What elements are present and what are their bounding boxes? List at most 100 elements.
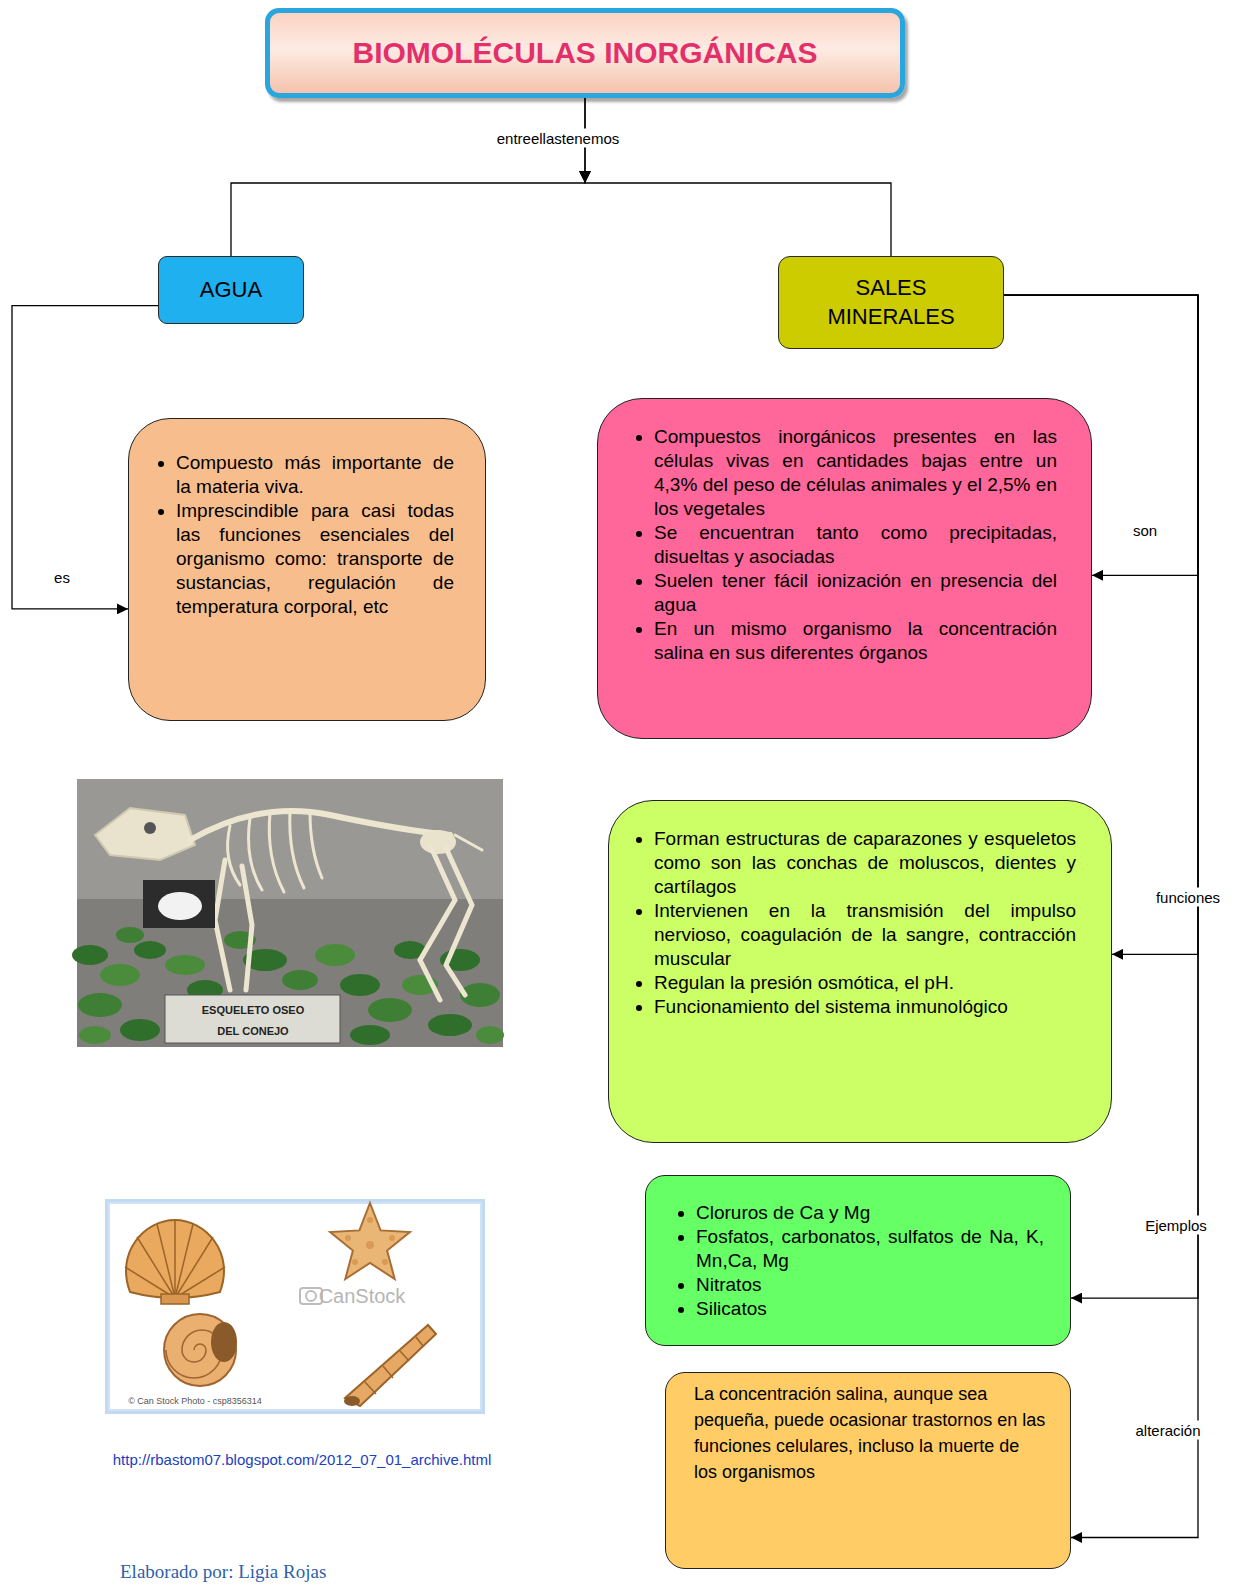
scallop-shell-part-part [174, 1220, 176, 1298]
sign-text: ESQUELETO OSEO [202, 1004, 305, 1016]
description-box: Compuesto más importante de la materia v… [128, 418, 486, 721]
shells-picture-part [109, 1203, 481, 1410]
scallop-shell-part [161, 1294, 189, 1304]
rabbit-skeleton-part [446, 848, 472, 995]
watermark: CanStock [319, 1285, 406, 1308]
bullet-text: Forman estructuras de caparazones y esqu… [654, 827, 1076, 899]
bullet-text: Regulan la presión osmótica, el pH. [654, 971, 1076, 995]
watermark-icon-part [306, 1291, 316, 1301]
connector-label: es [51, 568, 73, 587]
bullet-list: Compuesto más importante de la materia v… [156, 451, 454, 619]
bullet-text: Cloruros de Ca y Mg [696, 1201, 1044, 1225]
nautilus-shell-part [211, 1322, 237, 1362]
rabbit-skeleton-part [144, 822, 156, 834]
bullet-list: Compuestos inorgánicos presentes en las … [634, 425, 1057, 665]
scallop-shell-part-part [175, 1237, 213, 1298]
leaves [72, 927, 504, 1045]
rabbit-skeleton-part [420, 830, 456, 854]
note-box: La concentración salina, aunque sea pequ… [665, 1372, 1071, 1569]
rabbit-skeleton-part [228, 826, 240, 885]
starfish-part-part [366, 1241, 374, 1249]
sign-text: DEL CONEJO [217, 1025, 288, 1037]
bullet-text: Silicatos [696, 1297, 1044, 1321]
rabbit-skeleton-part [249, 818, 263, 890]
connector-arrow [231, 98, 591, 256]
bullet-text: Suelen tener fácil ionización en presenc… [654, 569, 1057, 617]
leaves-part [79, 1026, 111, 1044]
bullet-text: Imprescindible para casi todas las funci… [176, 499, 454, 619]
skeleton-photo [72, 779, 504, 1047]
starfish [330, 1203, 410, 1279]
cone-shell-part [345, 1325, 436, 1406]
leaves-part [78, 993, 122, 1017]
leaves-part [350, 1025, 390, 1045]
node-text: La concentración salina, aunque sea pequ… [694, 1381, 1046, 1485]
rabbit-skeleton-part [95, 808, 195, 860]
connector-label: entreellastenemos [494, 129, 623, 148]
rabbit-skeleton-part [420, 845, 455, 1000]
concept-box: SALES MINERALES [778, 256, 1004, 349]
rabbit-skeleton-part [310, 812, 322, 878]
image-credit: © Can Stock Photo - csp8356314 [128, 1396, 262, 1406]
connector-arrow [579, 98, 891, 256]
cone-shell-part [344, 1396, 360, 1406]
starfish-part-part [345, 1235, 351, 1241]
rabbit-skeleton [95, 808, 482, 1000]
leaves-part [100, 964, 140, 986]
scallop-shell-part-part [175, 1224, 193, 1298]
bullet-text: Fosfatos, carbonatos, sulfatos de Na, K,… [696, 1225, 1044, 1273]
arrow-head [579, 171, 591, 183]
shells-picture [109, 1203, 481, 1410]
leaves-part [428, 1014, 472, 1036]
starfish-part-part [382, 1259, 388, 1265]
rabbit-skeleton-part [455, 835, 482, 850]
nautilus-shell [164, 1314, 237, 1386]
rabbit-skeleton-part [290, 811, 304, 888]
bullet-list: Cloruros de Ca y MgFosfatos, carbonatos,… [676, 1201, 1044, 1321]
connector-label: son [1130, 521, 1160, 540]
bullet-text: Compuestos inorgánicos presentes en las … [654, 425, 1057, 521]
cone-shell [344, 1325, 436, 1406]
shells-picture-part [109, 1203, 481, 1410]
leaves-part [72, 945, 108, 965]
scallop-shell-part [125, 1220, 225, 1298]
bullet-text: Nitratos [696, 1273, 1044, 1297]
description-box: Compuestos inorgánicos presentes en las … [597, 398, 1092, 739]
node-text: BIOMOLÉCULAS INORGÁNICAS [353, 36, 818, 70]
leaves-part [476, 1026, 504, 1044]
bullet-text: Funcionamiento del sistema inmunológico [654, 995, 1076, 1019]
starfish-part [345, 1217, 395, 1265]
bullet-text: Intervienen en la transmisión del impuls… [654, 899, 1076, 971]
scallop-shell-part [126, 1220, 224, 1298]
sign-plate [165, 995, 340, 1043]
leaves-part [340, 974, 380, 996]
node-text: AGUA [200, 277, 262, 303]
connector-label: Ejemplos [1142, 1216, 1210, 1235]
rabbit-photo-part [143, 880, 215, 928]
concept-box: AGUA [158, 256, 304, 324]
skeleton-photo-part [77, 779, 503, 1047]
leaves-part [282, 970, 318, 990]
cone-shell-part-part [383, 1366, 393, 1378]
connector-label: alteración [1132, 1421, 1203, 1440]
leaves-part [315, 944, 355, 966]
leaves-part [134, 941, 166, 959]
rabbit-skeleton-part [242, 866, 252, 990]
nautilus-shell-part [164, 1314, 236, 1386]
connector-label: funciones [1153, 888, 1223, 907]
rabbit-photo-part [158, 892, 202, 920]
example-box: Cloruros de Ca y MgFosfatos, carbonatos,… [645, 1175, 1071, 1346]
rabbit-skeleton-part [269, 813, 284, 892]
cone-shell-part-part [365, 1382, 376, 1394]
source-url: http://rbastom07.blogspot.com/2012_07_01… [113, 1451, 492, 1468]
cone-shell-part-part [400, 1351, 409, 1361]
cone-shell-part-part [416, 1337, 423, 1346]
starfish-part-part [389, 1235, 395, 1241]
starfish-part [330, 1203, 410, 1279]
starfish-part-part [367, 1217, 373, 1223]
bullet-text: Se encuentran tanto como precipitadas, d… [654, 521, 1057, 569]
node-text: SALES MINERALES [821, 274, 961, 331]
title-box: BIOMOLÉCULAS INORGÁNICAS [265, 8, 905, 98]
